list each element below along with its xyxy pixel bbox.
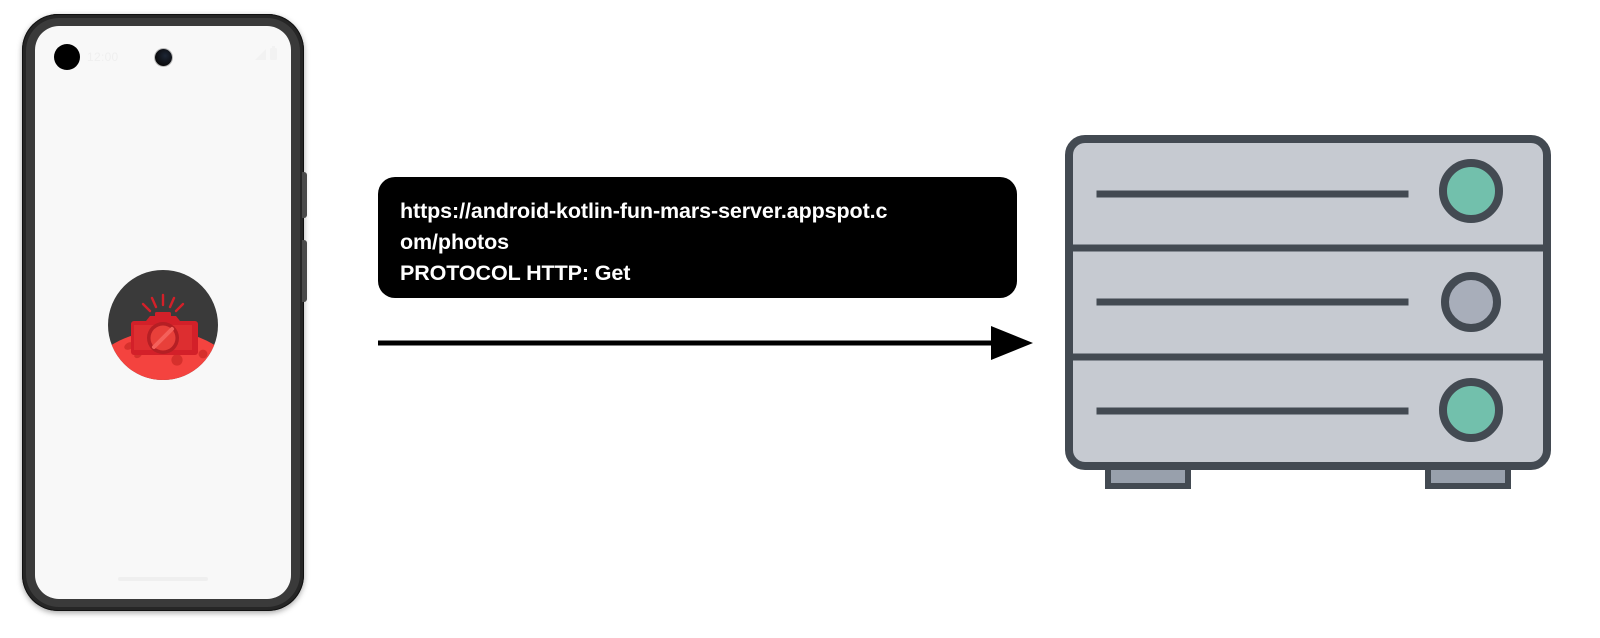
server-unit-0 [1096,159,1503,223]
mars-photos-app-icon-svg [108,270,218,380]
punch-hole-camera-icon [155,49,172,66]
request-arrow [378,322,1033,364]
request-arrow-svg [378,326,1033,360]
server-unit-2 [1096,378,1503,442]
web-server-svg [1065,135,1551,489]
request-tooltip: https://android-kotlin-fun-mars-server.a… [378,177,1017,298]
battery-icon [270,46,277,60]
server-unit-1 [1096,272,1501,332]
tooltip-protocol-line: PROTOCOL HTTP: Get [400,261,631,285]
status-bar: 12:00 [35,26,291,70]
status-icons [255,46,277,60]
black-dot-icon [54,44,80,70]
volume-rocker[interactable] [302,240,307,302]
android-phone: 12:00 [22,14,307,611]
signal-bars-icon [255,48,266,60]
tooltip-url-line-2: om/photos [400,230,509,254]
phone-screen: 12:00 [35,26,291,599]
power-button[interactable] [302,172,307,218]
home-indicator-bar [118,577,208,581]
status-time: 12:00 [87,50,119,64]
mars-photos-app-icon[interactable] [107,269,219,381]
tooltip-url-line-1: https://android-kotlin-fun-mars-server.a… [400,199,888,223]
web-server [1060,130,1556,498]
